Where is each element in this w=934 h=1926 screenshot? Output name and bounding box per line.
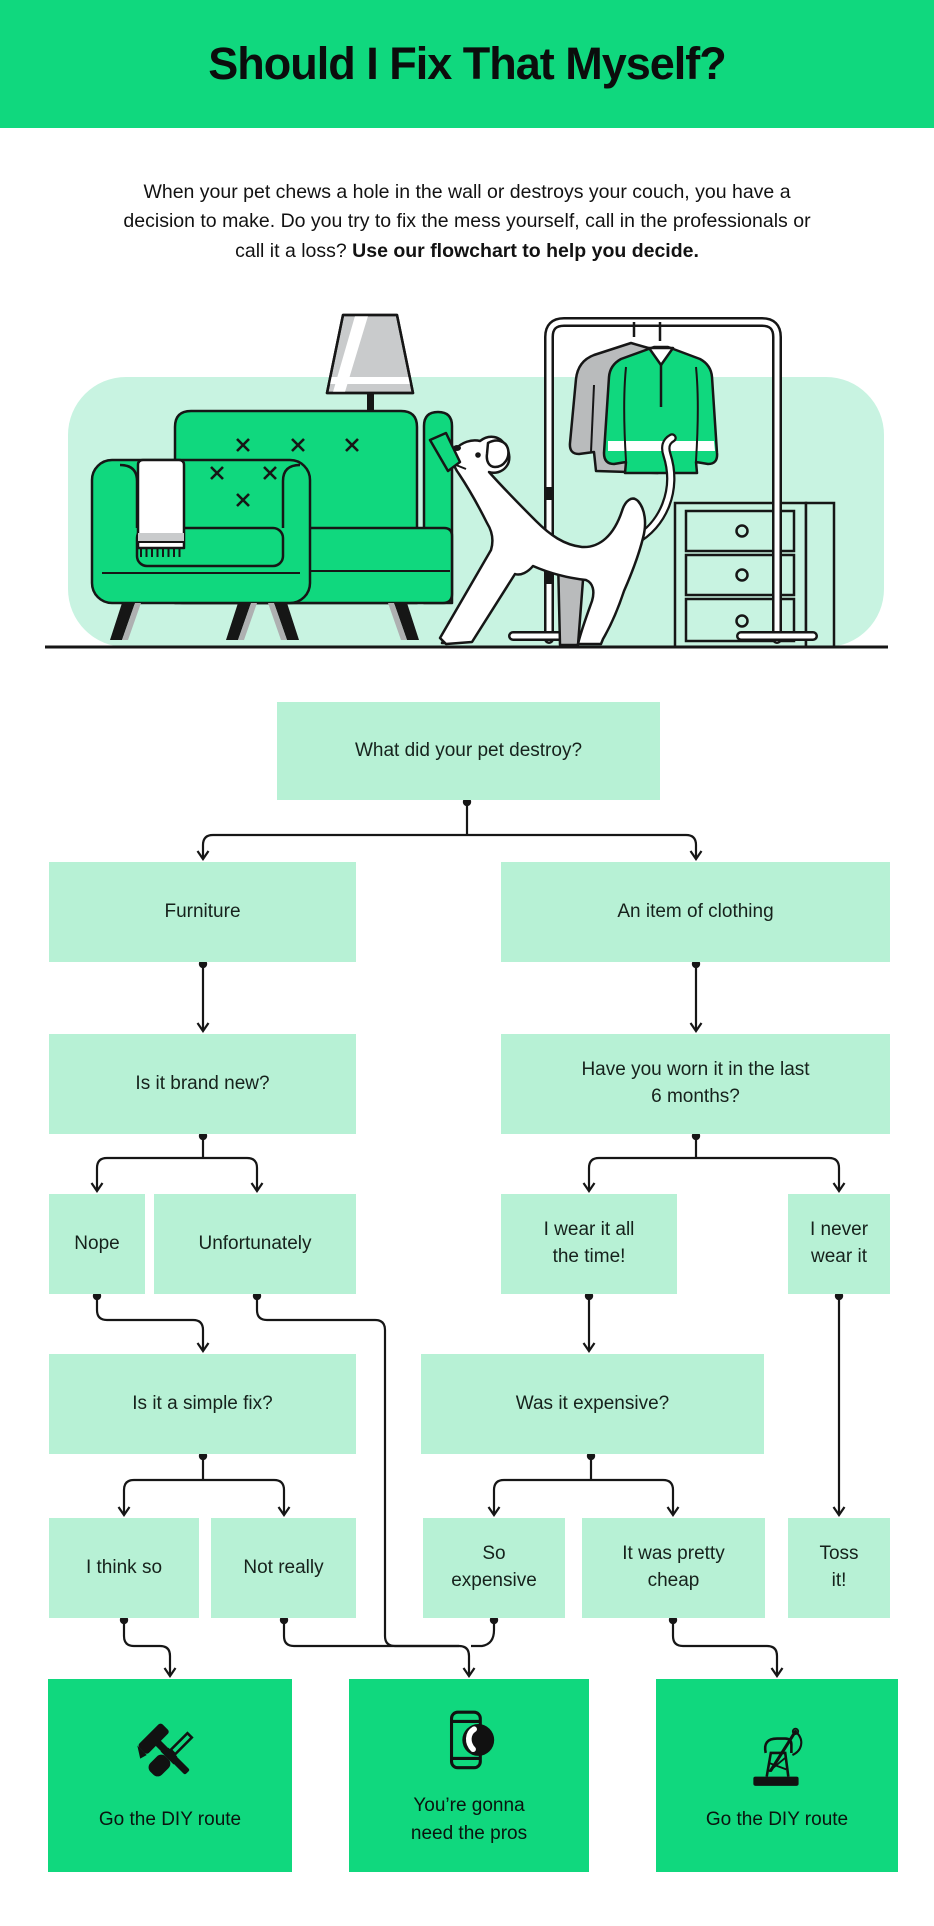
node-so-expensive: So expensive xyxy=(423,1518,565,1618)
clothing-rack-icon xyxy=(508,317,818,644)
node-unfortunately: Unfortunately xyxy=(154,1194,356,1294)
phone-call-icon xyxy=(449,1710,495,1770)
node-nope: Nope xyxy=(49,1194,145,1294)
dog-icon xyxy=(428,431,677,647)
lamp-icon xyxy=(325,313,415,417)
torn-couch-piece xyxy=(428,431,462,473)
sewing-machine-icon xyxy=(753,1727,803,1786)
node-pretty-cheap: It was pretty cheap xyxy=(582,1518,765,1618)
flowchart: What did your pet destroy? Furniture An … xyxy=(0,680,934,1926)
result-need-the-pros: You’re gonna need the pros xyxy=(349,1679,589,1872)
node-worn-last-6-months: Have you worn it in the last 6 months? xyxy=(501,1034,890,1134)
intro-text: When your pet chews a hole in the wall o… xyxy=(123,180,811,262)
node-not-really: Not really xyxy=(211,1518,356,1618)
node-wear-it-all-the-time: I wear it all the time! xyxy=(501,1194,677,1294)
tufting-x-marks xyxy=(210,438,359,507)
result-label: You’re gonna need the pros xyxy=(410,1794,528,1844)
node-never-wear-it: I never wear it xyxy=(788,1194,890,1294)
node-was-it-expensive: Was it expensive? xyxy=(421,1354,764,1454)
pet-damage-illustration xyxy=(45,313,888,649)
result-label: Go the DIY route xyxy=(98,1808,242,1830)
page-title: Should I Fix That Myself? xyxy=(208,38,727,89)
node-furniture: Furniture xyxy=(49,862,356,962)
intro-paragraph: When your pet chews a hole in the wall o… xyxy=(117,178,817,267)
node-item-of-clothing: An item of clothing xyxy=(501,862,890,962)
node-is-it-a-simple-fix: Is it a simple fix? xyxy=(49,1354,356,1454)
result-diy-furniture: Go the DIY route xyxy=(48,1679,292,1872)
result-diy-clothing: Go the DIY route xyxy=(656,1679,898,1872)
node-i-think-so: I think so xyxy=(49,1518,199,1618)
intro-bold-text: Use our flowchart to help you decide. xyxy=(352,239,699,262)
dresser-icon xyxy=(673,501,836,649)
header-banner: Should I Fix That Myself? xyxy=(0,0,934,128)
node-is-it-brand-new: Is it brand new? xyxy=(49,1034,356,1134)
node-what-did-pet-destroy: What did your pet destroy? xyxy=(277,702,660,800)
hammer-tools-icon xyxy=(137,1723,194,1777)
node-toss-it: Toss it! xyxy=(788,1518,890,1618)
result-label: Go the DIY route xyxy=(705,1808,849,1830)
green-jacket-icon xyxy=(602,345,719,475)
